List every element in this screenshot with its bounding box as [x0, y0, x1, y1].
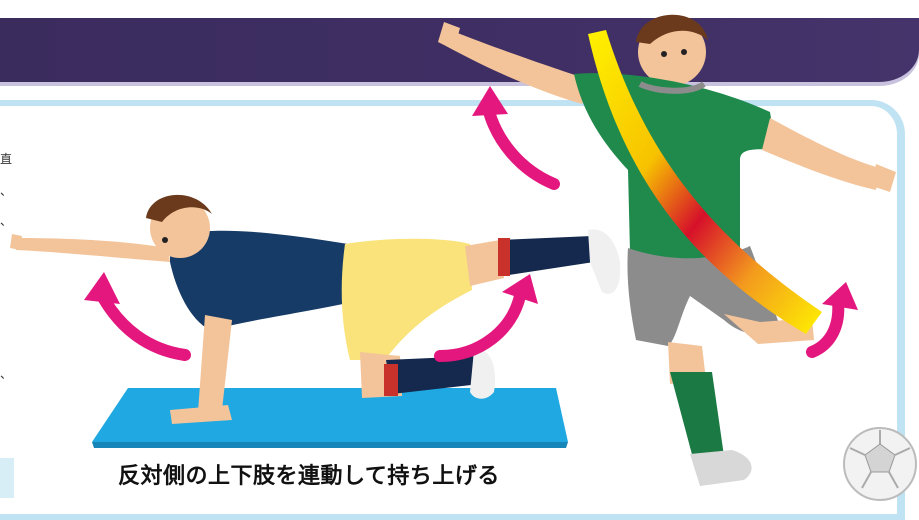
exercise-mat — [92, 388, 568, 442]
illustration — [10, 14, 917, 501]
figure-soccer-player — [438, 14, 896, 486]
curved-arrow-icon — [806, 296, 845, 358]
edge-text-fragment: 、 — [0, 367, 13, 381]
soccer-ball-icon — [843, 427, 917, 501]
curved-arrow-icon — [434, 290, 526, 362]
edge-text-fragment: 直 — [0, 152, 13, 166]
curved-arrow-icon — [94, 286, 191, 361]
edge-text-fragment: 、 — [0, 184, 13, 198]
side-tab — [0, 458, 14, 498]
figure-bird-dog — [10, 194, 621, 424]
edge-text-fragment: 、 — [0, 214, 13, 228]
exercise-caption: 反対側の上下肢を連動して持ち上げる — [118, 464, 500, 489]
curved-arrow-icon — [482, 102, 560, 190]
